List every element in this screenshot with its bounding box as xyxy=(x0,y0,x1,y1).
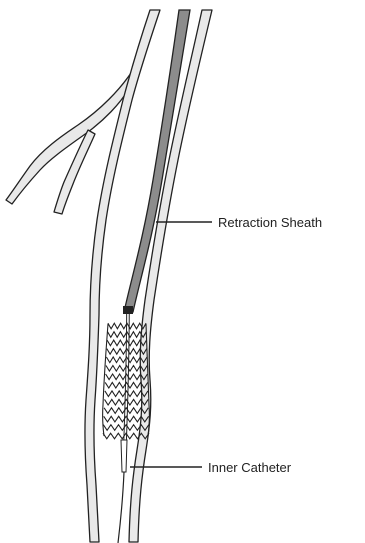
inner-catheter-label: Inner Catheter xyxy=(208,460,292,475)
vessel-walls xyxy=(6,10,212,542)
catheter-tip xyxy=(121,440,127,472)
sheath-tip-marker xyxy=(123,306,133,314)
guide-wire xyxy=(118,472,124,543)
retraction-sheath-label: Retraction Sheath xyxy=(218,215,322,230)
